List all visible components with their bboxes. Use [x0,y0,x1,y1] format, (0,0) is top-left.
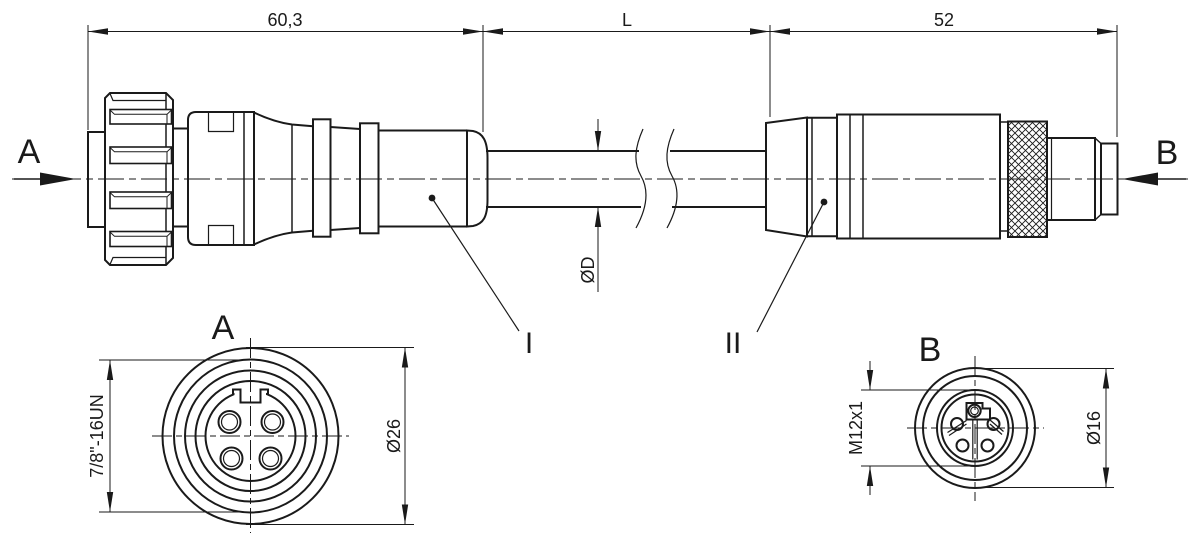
dimension-connector-a-length: 60,3 [267,10,302,30]
callout-i: I [525,327,533,360]
break-line-right [666,128,678,229]
cable-diameter-dimension: ØD [578,119,602,292]
view-direction-arrow-a [40,172,76,186]
end-b-marker: B [1122,134,1186,186]
connector-b-side [765,113,1119,240]
break-line-left [635,128,647,229]
top-dimension-chain: 60,3 L 52 [87,10,1118,137]
shell-latch-notch-top [207,112,235,133]
view-b-thread-dim: M12x1 [846,361,979,495]
callout-ii: II [725,327,742,360]
shell-latch-notch-bottom [207,224,235,245]
connector-b-body [836,113,1001,240]
callout-connector-a: I [428,194,533,360]
coupling-nut-grip-slots [109,108,173,248]
front-view-a: A 7/8"-16UN [87,309,414,533]
dimension-cable-length: L [622,10,632,30]
cable [486,128,766,229]
view-b-thread-dimension: M12x1 [846,401,866,455]
connector-b-cable-entry [765,116,808,238]
view-b-diameter-dim: Ø16 [969,368,1114,488]
front-view-b: B [846,331,1114,501]
view-a-contacts [217,410,285,471]
end-a-marker: A [14,133,76,186]
view-a-title: A [212,309,235,347]
end-label-a: A [18,133,41,171]
view-a-diameter-dim: Ø26 [246,347,414,525]
strain-relief-band-1 [312,118,332,238]
leader-dot-i [428,194,436,202]
leader-dot-ii [820,198,828,206]
strain-relief-band-2 [359,122,380,235]
view-a-keyway [232,388,269,404]
dimension-cable-diameter: ØD [578,256,598,283]
view-a-thread-dim: 7/8"-16UN [87,359,253,513]
view-a-thread-dimension: 7/8"-16UN [87,394,107,477]
view-direction-arrow-b [1122,172,1158,186]
view-b-diameter-dimension: Ø16 [1084,411,1104,445]
end-label-b: B [1156,134,1179,172]
view-b-pins [950,417,1001,453]
view-b-coding-tab [965,402,991,421]
view-a-diameter-dimension: Ø26 [384,419,404,453]
connector-a-side [87,92,489,266]
dimension-connector-b-length: 52 [934,10,954,30]
callout-connector-b: II [725,198,828,360]
view-b-title: B [919,331,942,369]
